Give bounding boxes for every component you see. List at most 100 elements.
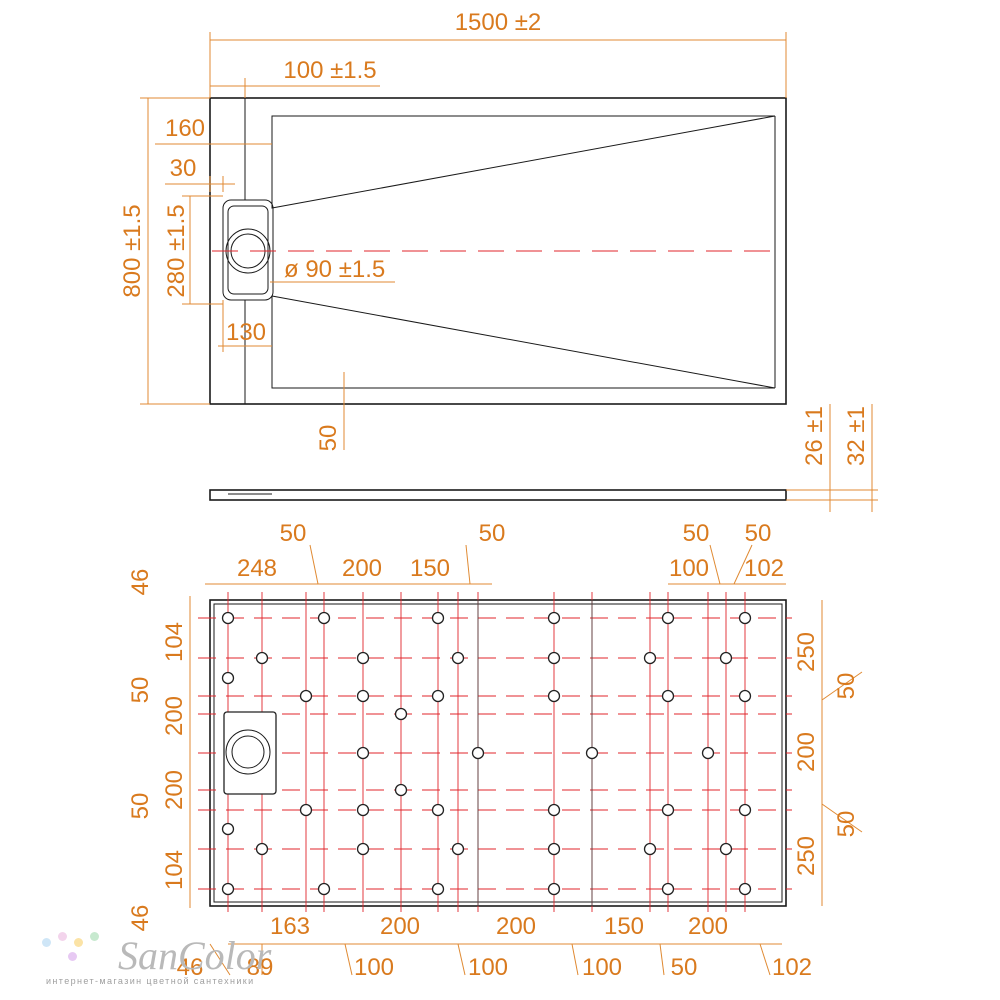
support-foot	[661, 882, 675, 896]
dim-leader	[821, 671, 863, 701]
support-foot	[356, 689, 370, 703]
dim-leader	[659, 943, 665, 976]
dim-right-200: 200	[793, 732, 820, 772]
support-foot	[356, 842, 370, 856]
dim-30: 30	[170, 155, 197, 182]
dim-right-50b: 50	[833, 811, 860, 838]
dim-top-50b: 50	[479, 520, 506, 547]
top-view: 1500 ±2 100 ±1.5 160 30 800 ±1.5 280 ±1.…	[119, 9, 787, 452]
logo-dot	[90, 932, 99, 941]
dim-top-50d: 50	[745, 520, 772, 547]
support-foot	[547, 689, 561, 703]
support-foot	[738, 803, 752, 817]
support-foot	[719, 842, 733, 856]
dim-top-248: 248	[237, 555, 277, 582]
support-foot	[661, 803, 675, 817]
support-foot	[221, 671, 235, 685]
support-foot	[661, 611, 675, 625]
brand-tagline: интернет-магазин цветной сантехники	[46, 976, 255, 986]
dim-leader	[309, 544, 319, 585]
support-foot	[547, 803, 561, 817]
dim-right-50a: 50	[833, 673, 860, 700]
support-foot	[255, 842, 269, 856]
dim-left-46a: 46	[127, 569, 154, 596]
support-foot	[738, 611, 752, 625]
dim-right-250b: 250	[793, 836, 820, 876]
support-foot	[221, 882, 235, 896]
support-foot	[738, 882, 752, 896]
brand-logo: SanColor интернет-магазин цветной сантех…	[38, 928, 288, 992]
logo-dot	[68, 952, 77, 961]
support-foot	[451, 842, 465, 856]
support-foot	[299, 803, 313, 817]
tray-side-outline	[209, 489, 787, 501]
dim-leader	[571, 943, 579, 976]
support-foot	[547, 882, 561, 896]
dim-left-104b: 104	[161, 850, 188, 890]
dim-top-50a: 50	[280, 520, 307, 547]
support-foot	[661, 689, 675, 703]
dim-280: 280 ±1.5	[163, 204, 190, 297]
dim-bottom-150: 150	[604, 913, 644, 940]
support-foot	[431, 803, 445, 817]
side-view: 26 ±1 32 ±1	[209, 404, 878, 512]
support-foot	[394, 783, 408, 797]
support-foot	[547, 842, 561, 856]
dim-top-102: 102	[744, 555, 784, 582]
dim-top-100: 100	[669, 555, 709, 582]
dim-800: 800 ±1.5	[119, 204, 146, 297]
dim-bottom-200b: 200	[496, 913, 536, 940]
support-foot	[431, 611, 445, 625]
support-foot	[221, 611, 235, 625]
support-foot	[317, 611, 331, 625]
dim-left-200b: 200	[161, 770, 188, 810]
dim-rim-50: 50	[315, 425, 342, 452]
drain-circle-outer	[225, 729, 271, 775]
dim-bottom2-89: 89	[247, 954, 274, 981]
support-foot	[317, 882, 331, 896]
logo-dot	[74, 938, 83, 947]
dim-top-50c: 50	[683, 520, 710, 547]
dim-100: 100 ±1.5	[283, 57, 376, 84]
dim-leader	[457, 943, 466, 976]
drain-housing	[222, 199, 274, 301]
dim-32: 32 ±1	[843, 406, 870, 466]
dim-bottom2-102: 102	[772, 954, 812, 981]
dim-leader	[344, 943, 353, 976]
dim-leader	[709, 544, 721, 585]
dim-left-200a: 200	[161, 696, 188, 736]
dim-bottom2-100b: 100	[468, 954, 508, 981]
support-foot	[701, 746, 715, 760]
support-foot	[585, 746, 599, 760]
dim-left-46b: 46	[127, 905, 154, 932]
slope-lower	[271, 295, 776, 389]
slope-upper	[271, 115, 776, 209]
support-foot	[547, 651, 561, 665]
support-foot	[547, 611, 561, 625]
dim-left-104a: 104	[161, 622, 188, 662]
dim-26: 26 ±1	[801, 406, 828, 466]
bottom-view: 50 248 200 150 50 50 100 50 102 46 104 5…	[127, 520, 863, 981]
dim-160: 160	[165, 115, 205, 142]
dim-leader	[759, 943, 771, 976]
dim-130: 130	[226, 319, 266, 346]
support-foot	[356, 746, 370, 760]
dim-leader	[465, 544, 471, 585]
dim-top-200: 200	[342, 555, 382, 582]
dim-bottom2-100a: 100	[354, 954, 394, 981]
dim-left-50b: 50	[127, 793, 154, 820]
drain-housing-inner	[227, 205, 269, 295]
dim-bottom-163: 163	[270, 913, 310, 940]
support-foot	[394, 707, 408, 721]
support-foot	[738, 689, 752, 703]
dim-leader	[733, 544, 753, 585]
dim-1500: 1500 ±2	[455, 9, 542, 36]
tray-outline-top	[209, 97, 787, 405]
logo-dot	[42, 938, 51, 947]
support-foot	[471, 746, 485, 760]
support-foot	[356, 651, 370, 665]
support-foot	[719, 651, 733, 665]
support-foot	[451, 651, 465, 665]
support-foot	[431, 882, 445, 896]
